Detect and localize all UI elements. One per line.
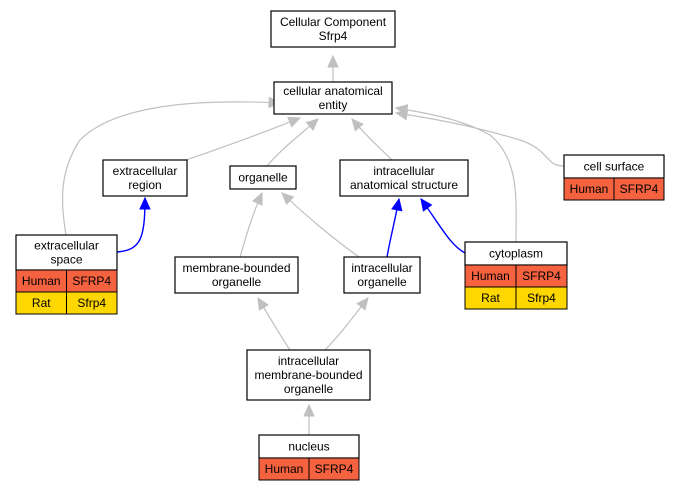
edge-arrowhead xyxy=(287,116,302,128)
edge-arrowhead xyxy=(420,198,433,212)
node-label-line: Sfrp4 xyxy=(319,29,348,43)
edge-arrowhead xyxy=(257,296,269,311)
node-box xyxy=(246,349,371,401)
node-label-line: intracellular xyxy=(373,164,434,178)
node-box xyxy=(174,256,299,294)
edge-arrowhead xyxy=(139,196,151,210)
node-label-line: cellular anatomical xyxy=(283,84,382,98)
node-label-line: organelle xyxy=(212,275,262,289)
node-label-line: organelle xyxy=(357,275,407,289)
edge-cell_surface-to-cae xyxy=(394,108,565,167)
species-label: Human xyxy=(22,274,61,288)
node-box xyxy=(273,81,393,115)
node-label-line: extracellular xyxy=(34,239,99,253)
species-label: Rat xyxy=(481,291,500,305)
gene-label: SFRP4 xyxy=(620,182,659,196)
annotation-row-rat: Rat Sfrp4 xyxy=(464,286,568,310)
edge-line xyxy=(395,112,565,167)
edge-intracellular_organelle-to-intracellular_anatomical_structure xyxy=(386,197,403,258)
node-box xyxy=(229,165,297,190)
node-label-line: entity xyxy=(319,98,348,112)
species-label: Human xyxy=(471,269,510,283)
node-label-line: region xyxy=(128,178,161,192)
edge-line xyxy=(281,192,360,258)
edge-extracellular_region-to-cae xyxy=(185,116,302,161)
edge-line xyxy=(395,107,517,243)
gene-label: SFRP4 xyxy=(315,462,354,476)
gene-label: SFRP4 xyxy=(72,274,111,288)
node-label-line: space xyxy=(50,253,82,267)
annotation-row-human: Human SFRP4 xyxy=(258,457,360,481)
edge-intracellular_membrane_bounded_organelle-to-membrane_bounded_organelle xyxy=(257,296,291,351)
edge-cytoplasm-to-cae xyxy=(394,104,517,243)
edge-intracellular_anatomical_structure-to-cae xyxy=(351,118,393,161)
node-label-line: intracellular xyxy=(351,261,412,275)
annotation-row-rat: Rat Sfrp4 xyxy=(15,291,118,315)
gene-label: SFRP4 xyxy=(522,269,561,283)
edge-arrowhead xyxy=(391,197,403,212)
edge-intracellular_organelle-to-organelle xyxy=(281,192,360,258)
edge-cae-to-root xyxy=(327,54,339,82)
node-box xyxy=(343,256,421,294)
edge-cytoplasm-to-intracellular_anatomical_structure xyxy=(420,198,466,254)
edge-line xyxy=(185,117,301,161)
species-label: Rat xyxy=(32,296,51,310)
node-label-line: organelle xyxy=(238,171,288,185)
node-label-line: cytoplasm xyxy=(489,247,543,261)
node-box xyxy=(270,10,396,48)
species-label: Human xyxy=(570,182,609,196)
edge-arrowhead xyxy=(327,54,339,68)
edge-arrowhead xyxy=(356,297,369,311)
node-label-line: anatomical structure xyxy=(350,178,458,192)
annotation-row-human: Human SFRP4 xyxy=(15,269,118,293)
edge-arrowhead xyxy=(303,403,315,417)
node-label-line: cell surface xyxy=(584,160,645,174)
gene-label: Sfrp4 xyxy=(77,296,106,310)
node-label-line: Cellular Component xyxy=(280,15,387,29)
gene-cell xyxy=(66,291,118,315)
node-label-line: extracellular xyxy=(113,164,178,178)
edge-intracellular_membrane_bounded_organelle-to-intracellular_organelle xyxy=(324,297,369,351)
edge-extracellular_space-to-extracellular_region xyxy=(116,196,151,253)
gene-cell xyxy=(515,286,568,310)
edge-arrowhead xyxy=(305,118,319,131)
annotation-row-human: Human SFRP4 xyxy=(464,264,568,288)
node-label-line: intracellular xyxy=(278,354,339,368)
node-label-line: organelle xyxy=(284,382,334,396)
edge-organelle-to-cae xyxy=(266,118,319,167)
node-label-line: nucleus xyxy=(288,440,329,454)
node-label-line: membrane-bounded xyxy=(182,261,290,275)
edge-arrowhead xyxy=(351,118,364,132)
edge-nucleus-to-intracellular_membrane_bounded_organelle xyxy=(303,403,315,435)
node-label-line: membrane-bounded xyxy=(254,368,362,382)
gene-cell xyxy=(613,177,665,201)
edge-layer xyxy=(61,54,565,435)
gene-label: Sfrp4 xyxy=(527,291,556,305)
node-box xyxy=(339,159,469,197)
edge-membrane_bounded_organelle-to-organelle xyxy=(239,191,263,258)
edge-arrowhead xyxy=(394,104,409,116)
species-label: Human xyxy=(265,462,304,476)
edge-arrowhead xyxy=(281,192,295,206)
edge-arrowhead xyxy=(252,191,263,206)
node-organelle[interactable]: organelle xyxy=(229,165,297,190)
gene-cell xyxy=(308,457,360,481)
node-box xyxy=(102,159,188,197)
annotation-row-human: Human SFRP4 xyxy=(563,177,665,201)
edge-line xyxy=(61,101,281,236)
